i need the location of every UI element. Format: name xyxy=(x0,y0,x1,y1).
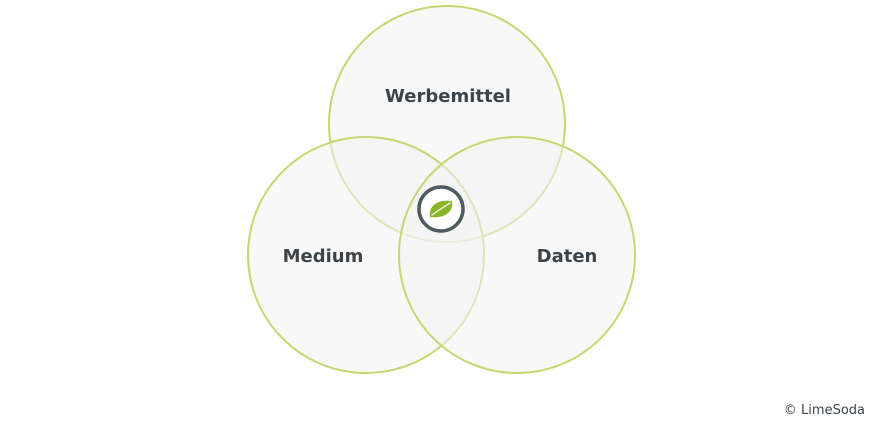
circle-daten xyxy=(398,136,636,374)
center-logo xyxy=(417,185,465,233)
label-medium: Medium xyxy=(283,246,364,267)
leaf-icon xyxy=(429,200,453,218)
label-daten: Daten xyxy=(537,246,598,267)
copyright-notice: © LimeSoda xyxy=(783,403,865,418)
label-werbemittel: Werbemittel xyxy=(385,86,511,107)
